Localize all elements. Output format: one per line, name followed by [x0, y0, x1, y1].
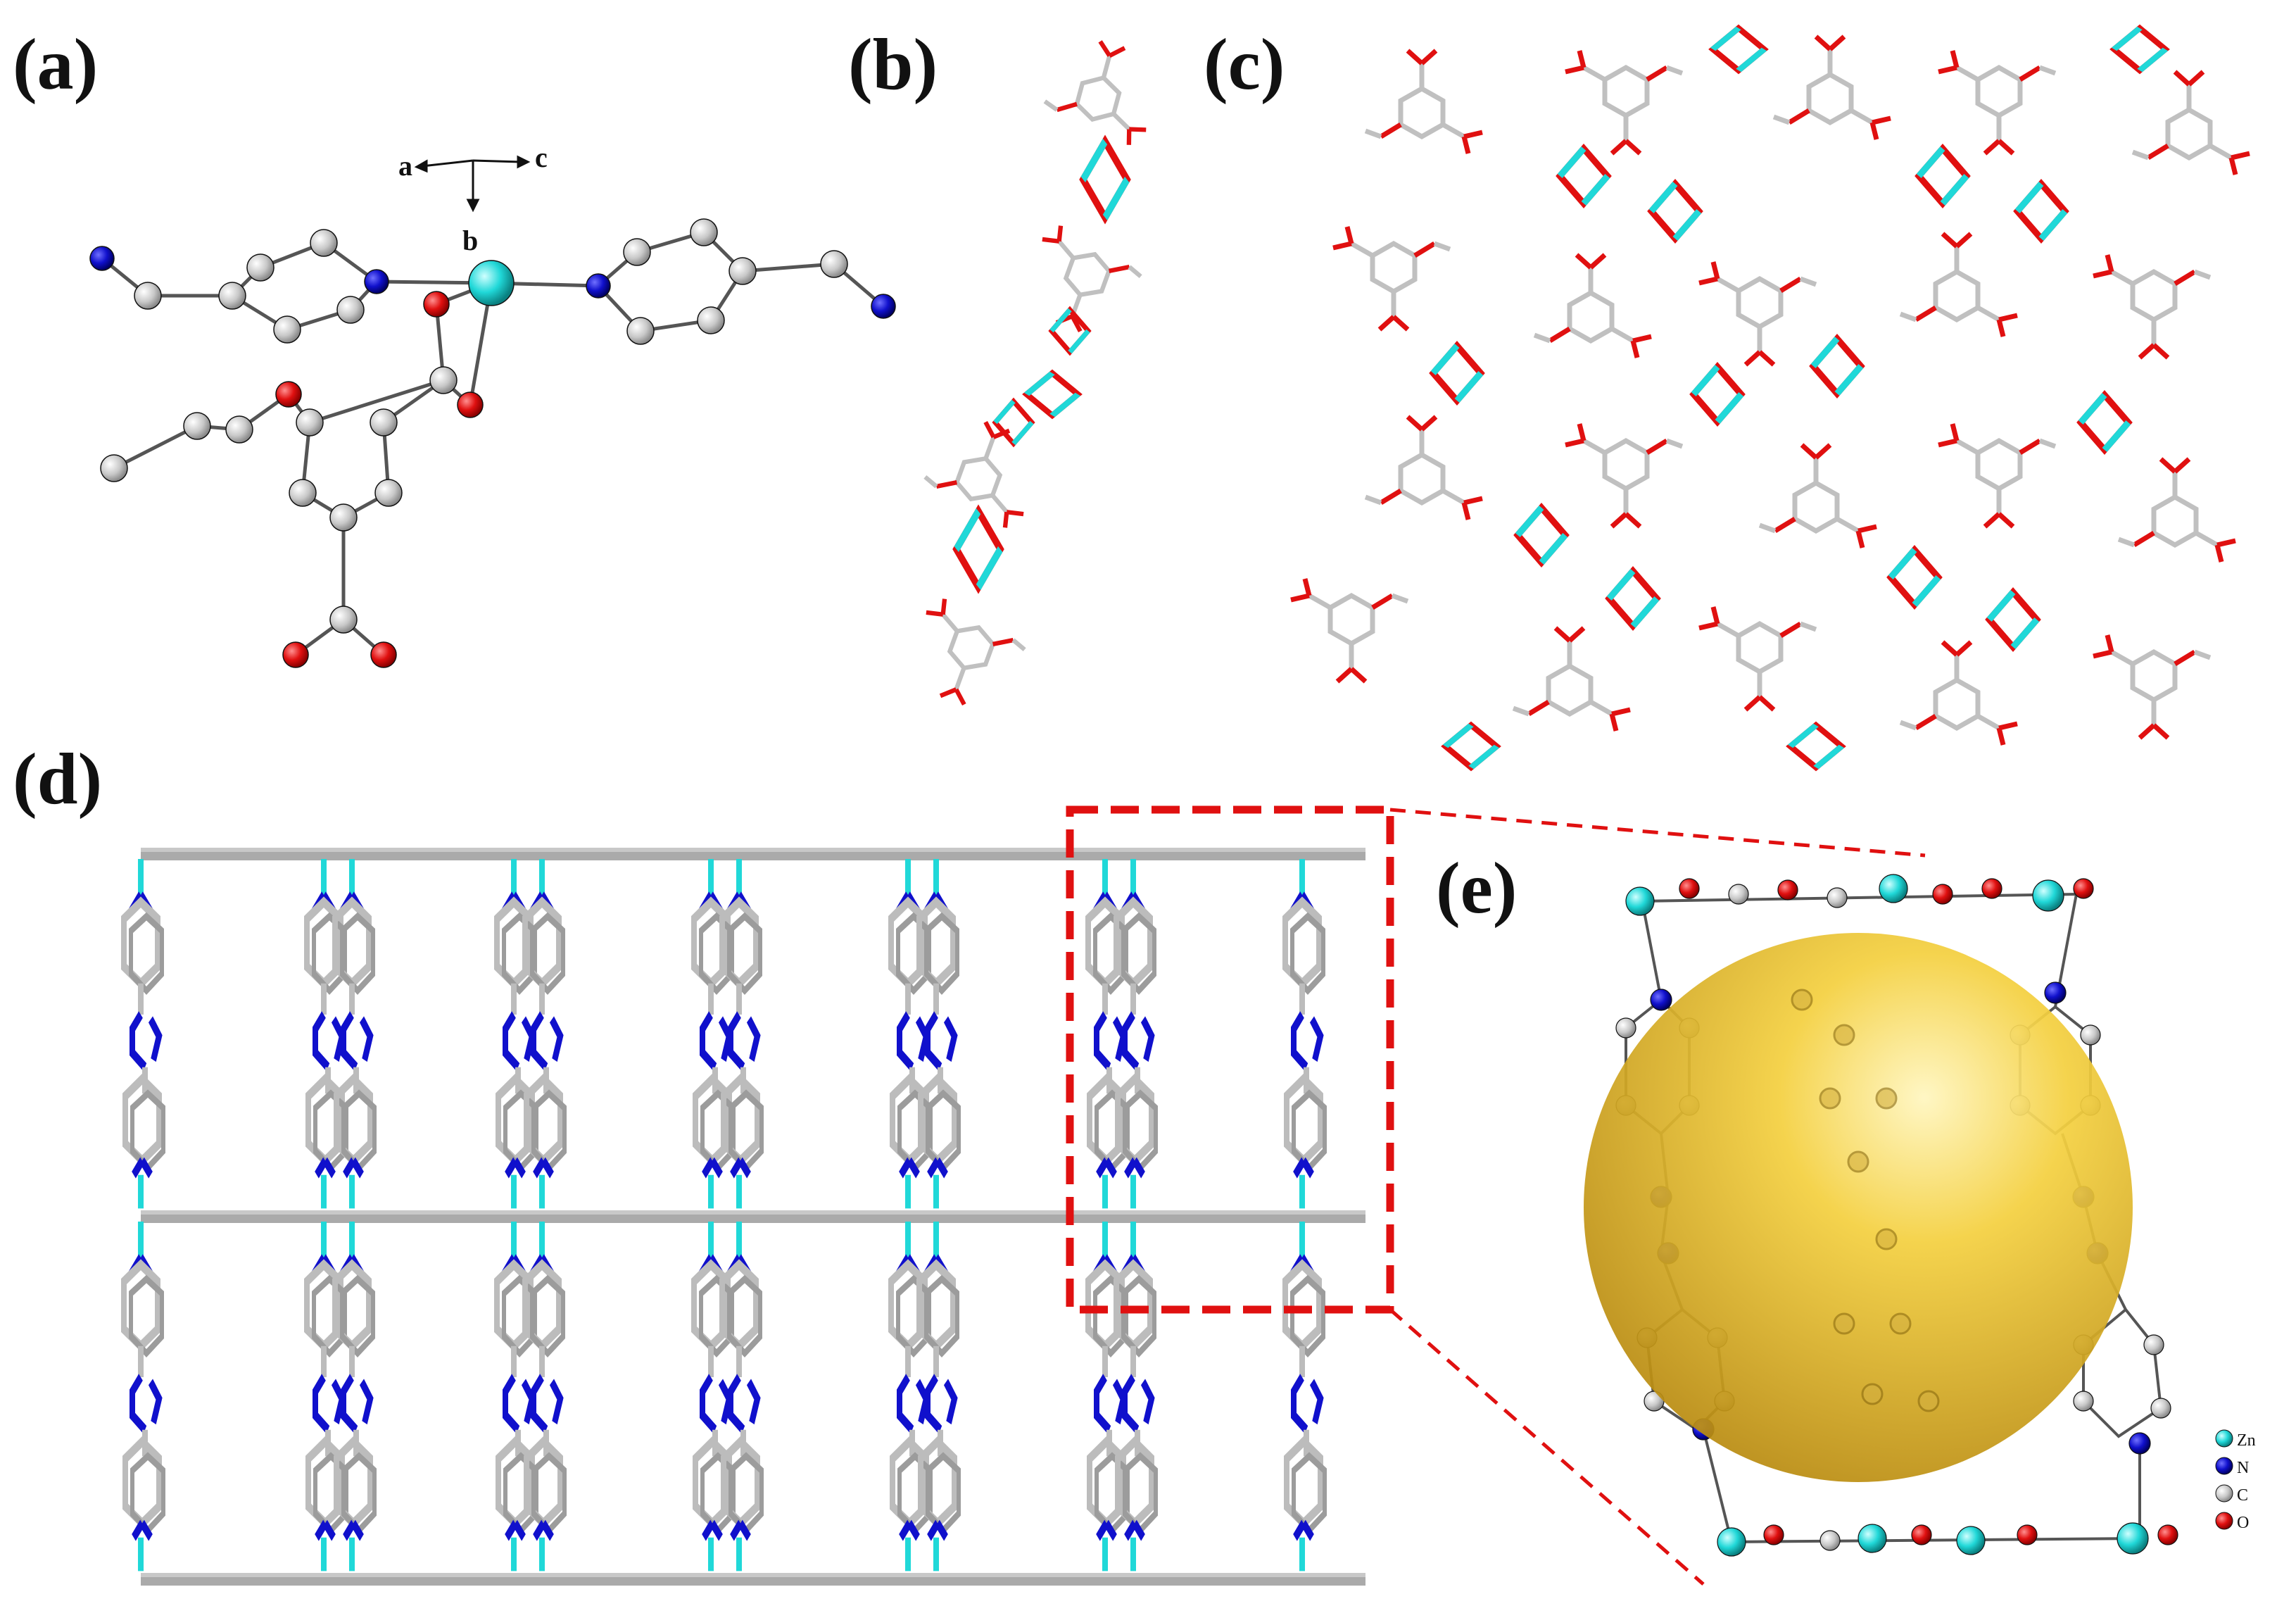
legend-label-zn: Zn: [2237, 1431, 2256, 1450]
legend-swatch-o: [2215, 1512, 2233, 1530]
legend: [2215, 1429, 2233, 1530]
panel-d-framework: [124, 805, 1926, 1584]
legend-label-n: N: [2237, 1459, 2250, 1477]
panel-label-d: (d): [13, 739, 103, 820]
axis-label-b: b: [462, 225, 479, 256]
panel-c-layer: [1291, 28, 2250, 767]
panel-label-a: (a): [13, 24, 99, 105]
panel-label-c: (c): [1204, 24, 1285, 105]
pore-sphere: [1584, 933, 2133, 1482]
panel-label-b: (b): [848, 24, 938, 105]
legend-swatch-zn: [2215, 1429, 2233, 1448]
legend-swatch-n: [2215, 1457, 2233, 1475]
panel-b-chain: [901, 32, 1165, 717]
axis-label-c: c: [535, 142, 548, 173]
panel-label-e: (e): [1436, 848, 1518, 929]
legend-swatch-c: [2215, 1484, 2233, 1503]
panel-a-molecule: [89, 155, 896, 668]
axis-label-a: a: [398, 150, 412, 182]
panel-e-pore: [1584, 874, 2233, 1557]
legend-label-c: C: [2237, 1486, 2249, 1505]
legend-label-o: O: [2237, 1514, 2250, 1532]
